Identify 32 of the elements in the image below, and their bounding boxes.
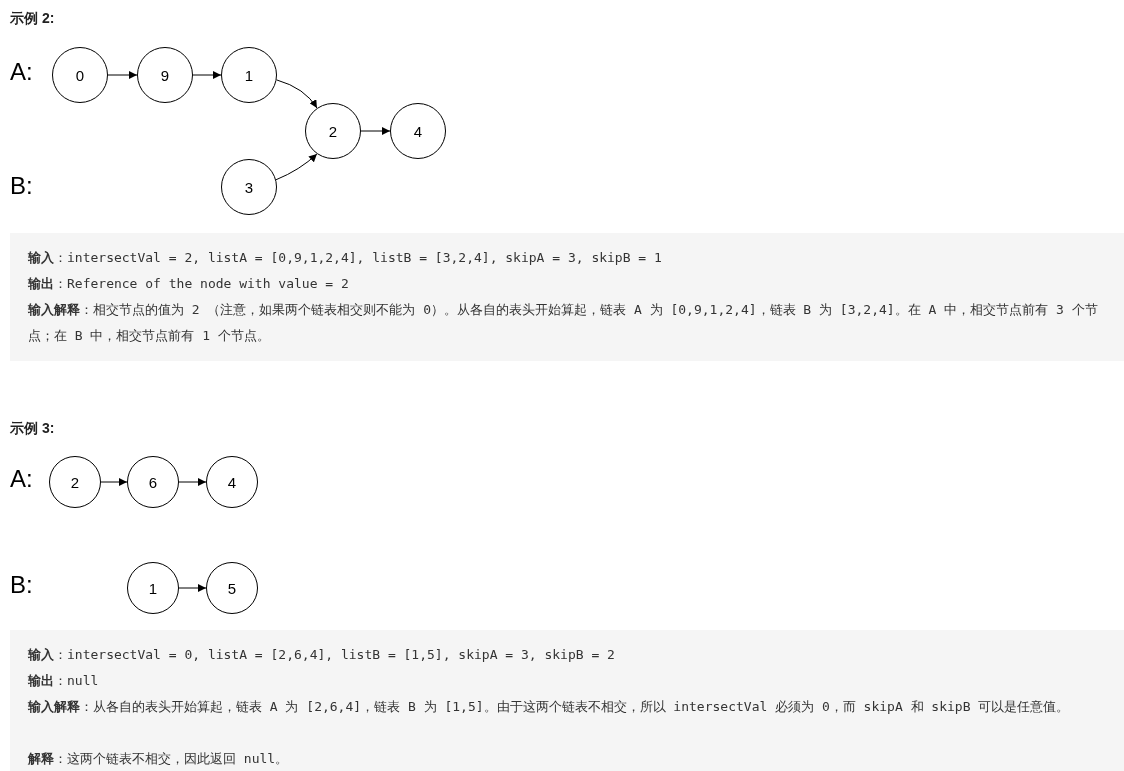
list-node-circle: 9 <box>137 47 193 103</box>
list-label: A: <box>10 465 33 493</box>
input-line: 输入：intersectVal = 0, listA = [2,6,4], listB = [1,5], skipA = 3, skipB = 2 <box>28 646 615 664</box>
list-label: B: <box>10 172 33 200</box>
list-node-circle: 3 <box>221 159 277 215</box>
arrow <box>360 127 391 135</box>
arrow <box>276 79 318 109</box>
list-node-circle: 4 <box>390 103 446 159</box>
list-node-circle: 5 <box>206 562 258 614</box>
list-label: B: <box>10 571 33 599</box>
list-label: A: <box>10 58 33 86</box>
list-node-circle: 0 <box>52 47 108 103</box>
section-heading: 示例 2: <box>10 10 55 28</box>
arrow <box>178 478 207 486</box>
list-node-circle: 4 <box>206 456 258 508</box>
explanation-text: 解释：这两个链表不相交，因此返回 null。 <box>28 750 289 768</box>
input-line: 输入：intersectVal = 2, listA = [0,9,1,2,4], listB = [3,2,4], skipA = 3, skipB = 1 <box>28 249 662 267</box>
section-heading: 示例 3: <box>10 420 55 438</box>
explanation-text: 输入解释：相交节点的值为 2 （注意，如果两个链表相交则不能为 0）。从各自的表头开始算起，链表 A 为 [0,9,1,2,4]，链表 B 为 [3,2,4]。在 A 中，相交节点前有 3 个节点；在 B 中，相交节点前有 1 个节点。 <box>28 301 1099 345</box>
list-node-circle: 6 <box>127 456 179 508</box>
arrow <box>178 584 207 592</box>
arrow <box>275 153 318 181</box>
list-node-circle: 1 <box>221 47 277 103</box>
list-node-circle: 2 <box>49 456 101 508</box>
arrow <box>107 71 138 79</box>
arrow <box>192 71 222 79</box>
output-line: 输出：Reference of the node with value = 2 <box>28 275 349 293</box>
output-line: 输出：null <box>28 672 99 690</box>
explanation-text: 输入解释：从各自的表头开始算起，链表 A 为 [2,6,4]，链表 B 为 [1,5]。由于这两个链表不相交，所以 intersectVal 必须为 0，而 skipA 和 skipB 可以是任意值。 <box>28 698 1070 716</box>
arrow <box>100 478 128 486</box>
list-node-circle: 2 <box>305 103 361 159</box>
list-node-circle: 1 <box>127 562 179 614</box>
